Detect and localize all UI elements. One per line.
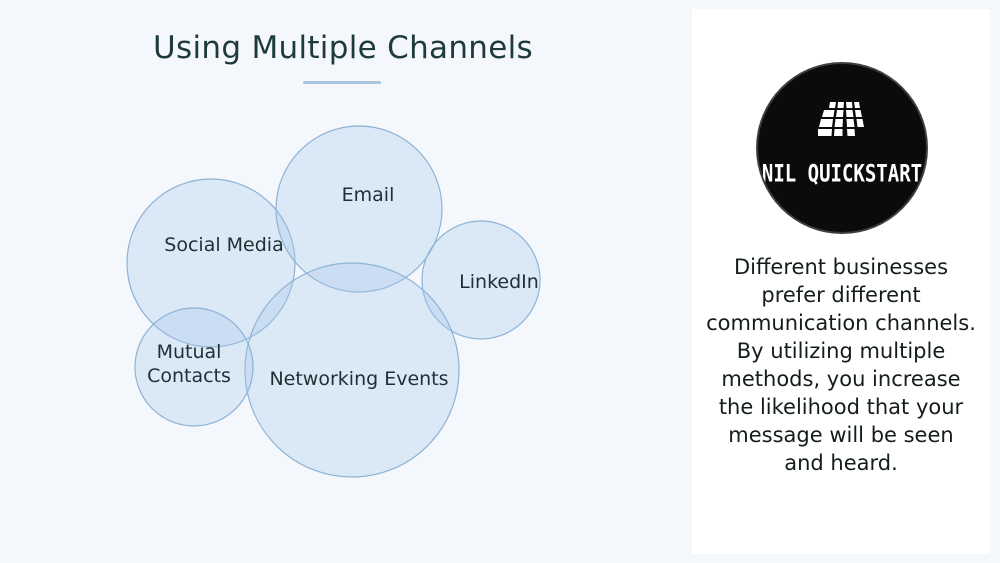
bubble-mutual-contacts: [134, 307, 254, 427]
bubble-layer: [126, 125, 541, 478]
bubble-networking-events: [244, 262, 460, 478]
bubble-label-mutual-contacts-line-2: Contacts: [147, 365, 231, 387]
bubble-label-mutual-contacts-line-1: Mutual: [157, 341, 222, 363]
bubble-email: [275, 125, 443, 293]
bubble-label-email: Email: [342, 184, 395, 206]
logo-grid-icon: [818, 102, 864, 136]
title-underline: [303, 81, 381, 84]
bubble-label-linkedin: LinkedIn: [459, 271, 539, 293]
bubble-linkedin: [421, 220, 541, 340]
logo-text: NIL QUICKSTART: [761, 160, 923, 188]
channels-description: Different businesses prefer different co…: [706, 255, 976, 475]
bubble-label-networking-events: Networking Events: [269, 368, 448, 390]
sidebar-panel: NIL QUICKSTART Different businesses pref…: [692, 9, 990, 554]
slide-title: Using Multiple Channels: [153, 30, 533, 66]
nil-quickstart-logo: NIL QUICKSTART: [758, 64, 926, 232]
bubble-social-media: [126, 178, 296, 348]
bubble-label-social-media: Social Media: [164, 234, 283, 256]
